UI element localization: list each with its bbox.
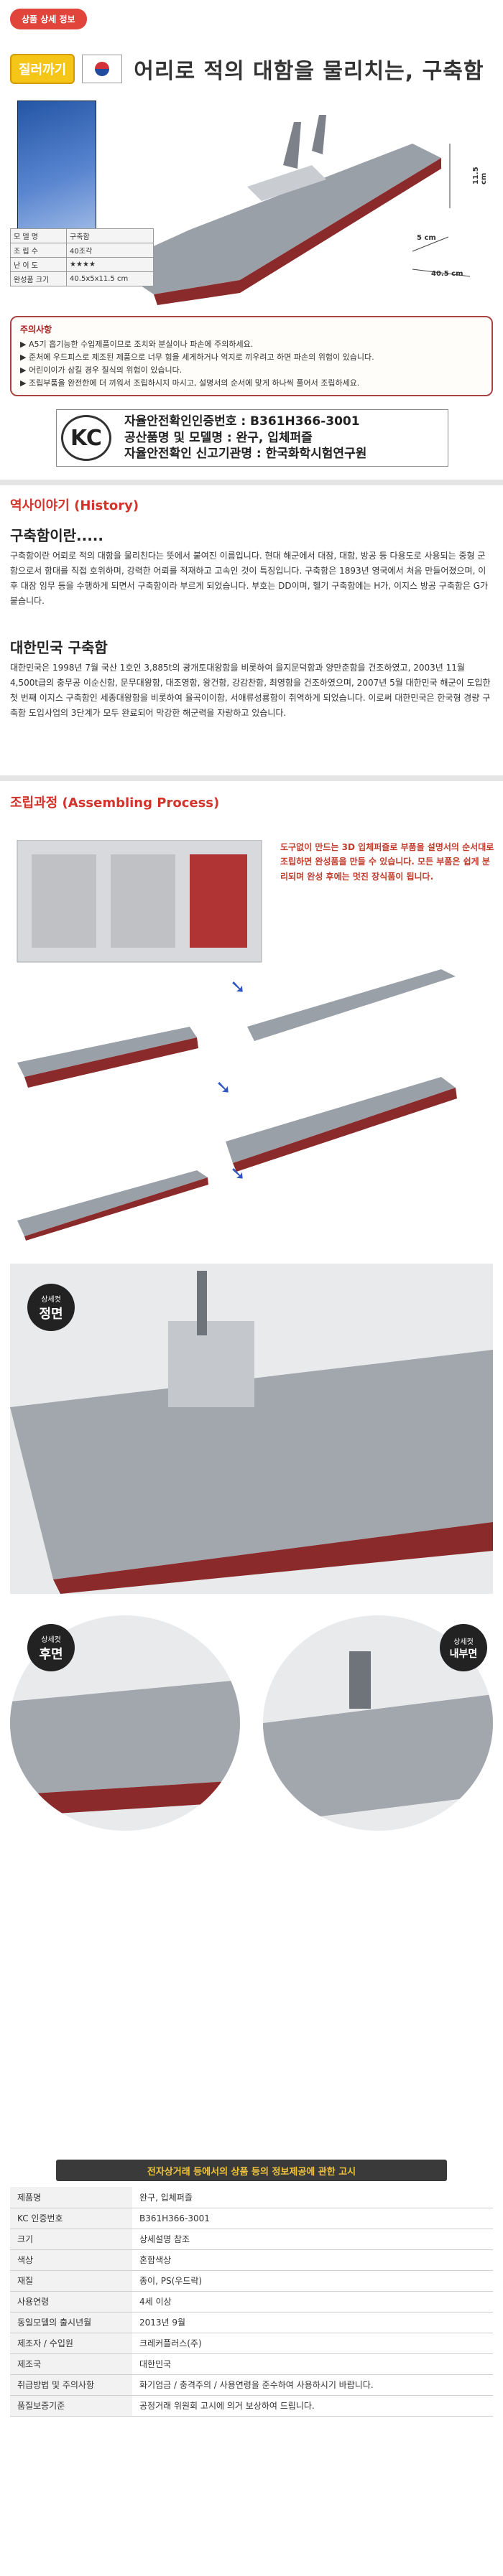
spec-key: 완성품 크기	[9, 271, 68, 286]
height-label: 11.5 cm	[472, 167, 488, 185]
korea-flag-icon	[82, 55, 123, 83]
hero-image: 11.5 cm 5 cm 40.5 cm	[10, 101, 493, 316]
spec-key: 난 이 도	[9, 257, 68, 272]
step-arrow-icon: ➘	[230, 976, 246, 998]
korea-destroyer-paragraph: 대한민국은 1998년 7월 국산 1호인 3,885t의 광개토대왕함을 비롯…	[10, 663, 491, 718]
spec-value: 구축함	[66, 228, 154, 243]
divider	[0, 775, 503, 781]
spec-value: ★★★★	[66, 257, 154, 272]
spec-key: 조 립 수	[9, 243, 68, 258]
caution-item: ▶ A5기 흡기능한 수입제품이므로 조치와 분실이나 파손에 주의하세요.	[20, 340, 254, 349]
spec-value: 40.5x5x11.5 cm	[66, 271, 154, 286]
korea-destroyer-subtitle: 대한민국 구축함	[10, 639, 108, 656]
assembly-steps-image	[17, 840, 457, 1241]
length-label: 40.5 cm	[431, 270, 463, 278]
step-arrow-icon: ➘	[230, 1163, 246, 1185]
assembly-heading: 조립과정 (Assembling Process)	[10, 795, 220, 811]
caution-box: 주의사항 ▶ A5기 흡기능한 수입제품이므로 조치와 분실이나 파손에 주의하…	[10, 316, 493, 396]
assembly-note: 도구없이 만드는 3D 입체퍼즐로 부품을 설명서의 순서대로 조립하면 완성품…	[280, 842, 494, 882]
title-row: 질러까기 어리로 적의 대함을 물리치는, 구축함	[10, 47, 493, 90]
caution-item: ▶ 조립부품을 완전한에 더 끼워서 조립하시지 마시고, 설명서의 순서에 맞…	[20, 378, 360, 388]
product-box-image	[17, 101, 96, 230]
history-paragraph: 구축함이란 어뢰로 적의 대함을 물리친다는 뜻에서 붙여진 이름입니다. 현대…	[10, 551, 489, 606]
ship-illustration	[111, 115, 471, 305]
page-title: 어리로 적의 대함을 물리치는, 구축함	[134, 59, 484, 84]
gosi-title: 전자상거래 등에서의 상품 등의 정보제공에 관한 고시	[56, 2160, 447, 2181]
kc-line: 자율안전확인인증번호 : B361H366-3001	[124, 414, 360, 429]
title-badge: 질러까기	[10, 54, 75, 84]
caution-heading: 주의사항	[20, 325, 52, 335]
step-arrow-icon: ➘	[216, 1077, 231, 1098]
history-subtitle: 구축함이란.....	[10, 527, 103, 544]
spec-key: 모 델 명	[9, 228, 68, 243]
divider	[0, 480, 503, 485]
spec-value: 40조각	[66, 243, 154, 258]
kc-line: 공산품명 및 모델명 : 완구, 입체퍼즐	[124, 430, 313, 445]
caution-item: ▶ 준처에 우드피스로 제조된 제품으로 너무 힘을 세게하거나 억지로 끼우려…	[20, 353, 374, 362]
width-label: 5 cm	[417, 234, 436, 242]
history-heading: 역사이야기 (History)	[10, 498, 139, 513]
section-tag: 상품 상세 정보	[10, 9, 87, 29]
kc-certification: KC 자율안전확인인증번호 : B361H366-3001 공산품명 및 모델명…	[56, 409, 448, 467]
kc-logo-icon: KC	[61, 415, 111, 461]
front-detail-photo	[10, 1264, 493, 1594]
kc-line: 자율안전확인 신고기관명 : 한국화학시험연구원	[124, 447, 367, 462]
caution-item: ▶ 어린이이가 삼킬 경우 질식의 위험이 있습니다.	[20, 365, 183, 375]
